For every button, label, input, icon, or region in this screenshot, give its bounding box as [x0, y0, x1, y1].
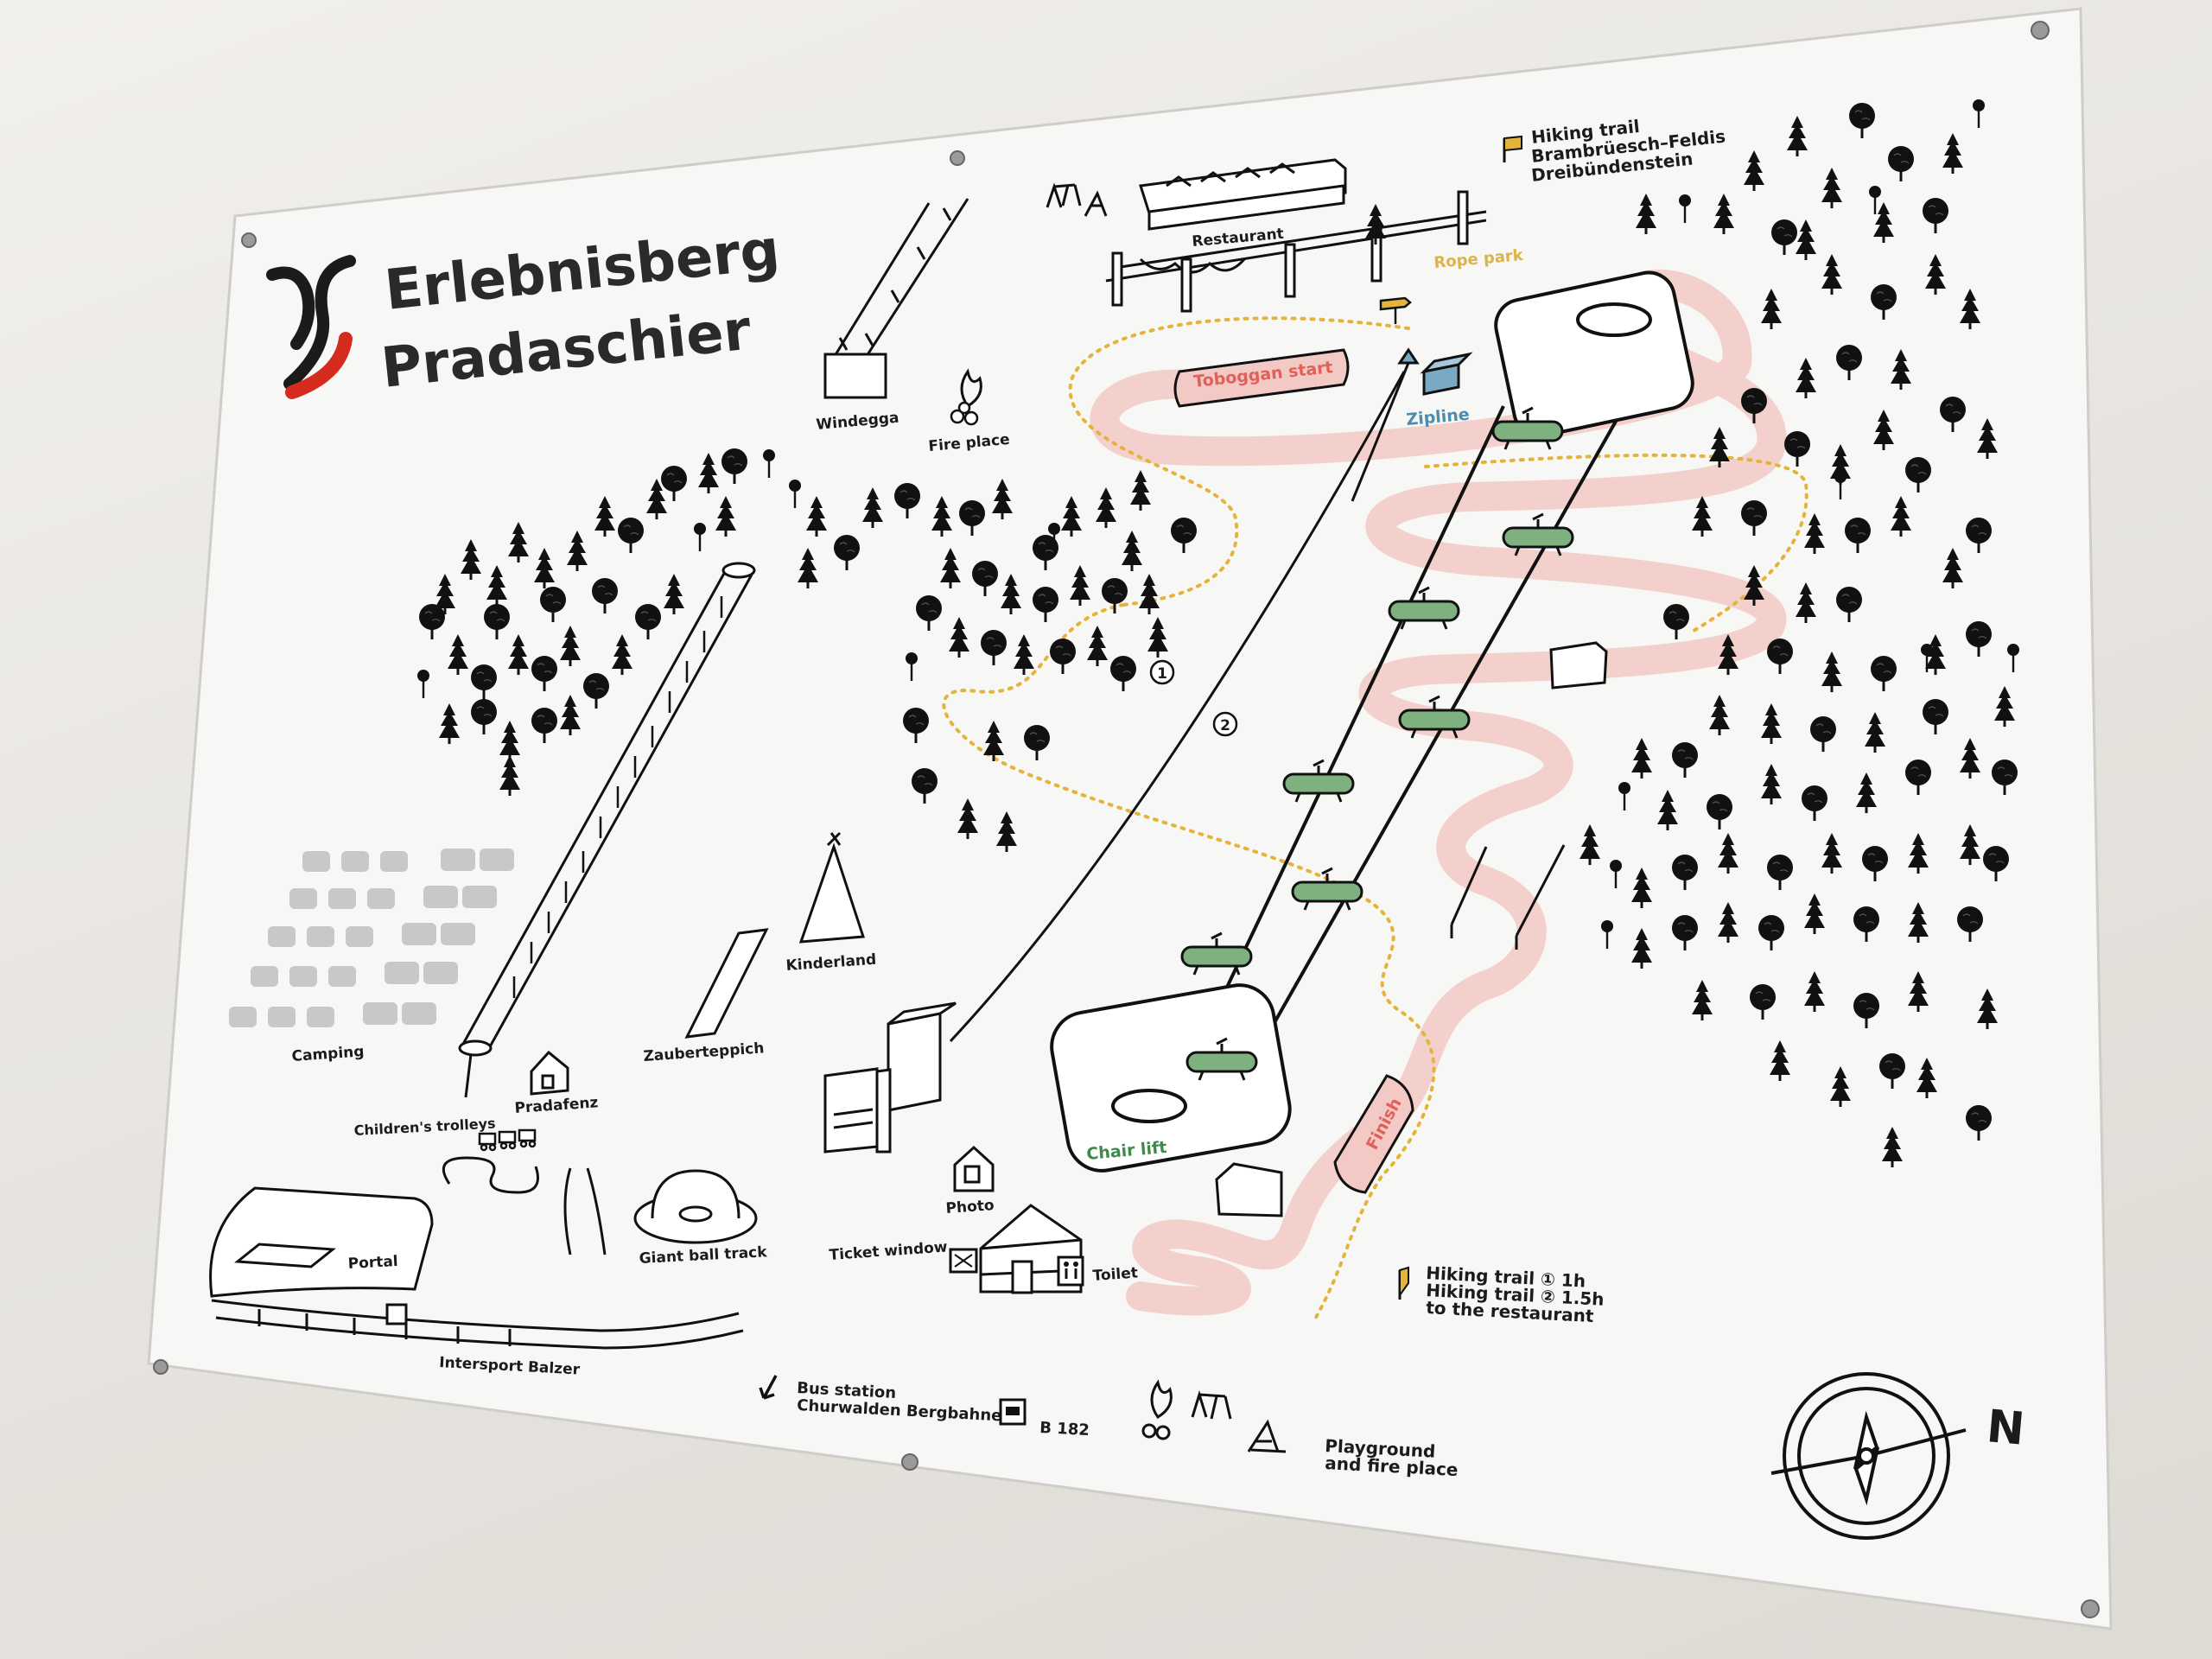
windegga-lift — [823, 198, 969, 399]
bench-icon — [1450, 844, 1566, 950]
playground-swing-icon — [1046, 182, 1108, 217]
hut-building — [1215, 641, 1608, 1217]
playground-fire-icon — [1141, 1379, 1287, 1453]
chair-lift — [1050, 270, 1694, 1173]
restaurant-building — [1139, 158, 1347, 231]
fire-place-icon — [950, 368, 982, 426]
bus-arrow-icon — [759, 1375, 778, 1400]
ticket-window-icon — [949, 1248, 978, 1274]
tipi-icon — [798, 831, 866, 944]
hiking-trail-flag-icon — [1503, 135, 1522, 162]
toboggan-run — [1090, 269, 1787, 1316]
ticket-building — [979, 1204, 1083, 1294]
toboggan-finish — [1333, 1074, 1414, 1194]
bus-icon — [999, 1398, 1027, 1426]
road-label: B 182 — [1039, 1419, 1090, 1440]
trail-marker-2: 2 — [1212, 711, 1238, 737]
photo-booth — [953, 1145, 995, 1192]
t-bar-lift — [458, 562, 756, 1098]
zauberteppich-belt — [684, 928, 769, 1039]
signpost-icon — [1379, 296, 1412, 324]
hiking-trail-1 — [1068, 316, 1410, 607]
portal-building — [209, 1186, 744, 1350]
trolley-track — [442, 1156, 607, 1255]
zipline-cable — [949, 371, 1406, 1043]
rope-park — [1105, 190, 1487, 313]
board-screws — [153, 21, 2100, 1618]
svg-text:2: 2 — [1220, 717, 1230, 734]
svg-text:1: 1 — [1157, 665, 1167, 683]
toilet-label: Toilet — [1092, 1264, 1139, 1285]
photo-label: Photo — [945, 1197, 995, 1217]
valley-station-building — [823, 1001, 957, 1154]
map-board-surface — [147, 7, 2113, 1630]
camping-area — [229, 849, 514, 1027]
giant-ball-track — [633, 1169, 758, 1244]
trail-marker-1: 1 — [1149, 659, 1175, 685]
pradafenz-building — [530, 1050, 569, 1096]
toilet-icon — [1057, 1255, 1084, 1287]
trolleys-icon — [478, 1128, 537, 1152]
brand-logo — [266, 255, 356, 399]
north-label: N — [1985, 1401, 2027, 1456]
hiking-trail-flag-icon — [1398, 1266, 1409, 1300]
zipline-tower — [1351, 347, 1473, 502]
toboggan-start — [1173, 348, 1350, 408]
t-bar-hangers — [512, 596, 723, 998]
compass-rose-icon — [1770, 1372, 1967, 1540]
portal-label: Portal — [347, 1253, 398, 1273]
